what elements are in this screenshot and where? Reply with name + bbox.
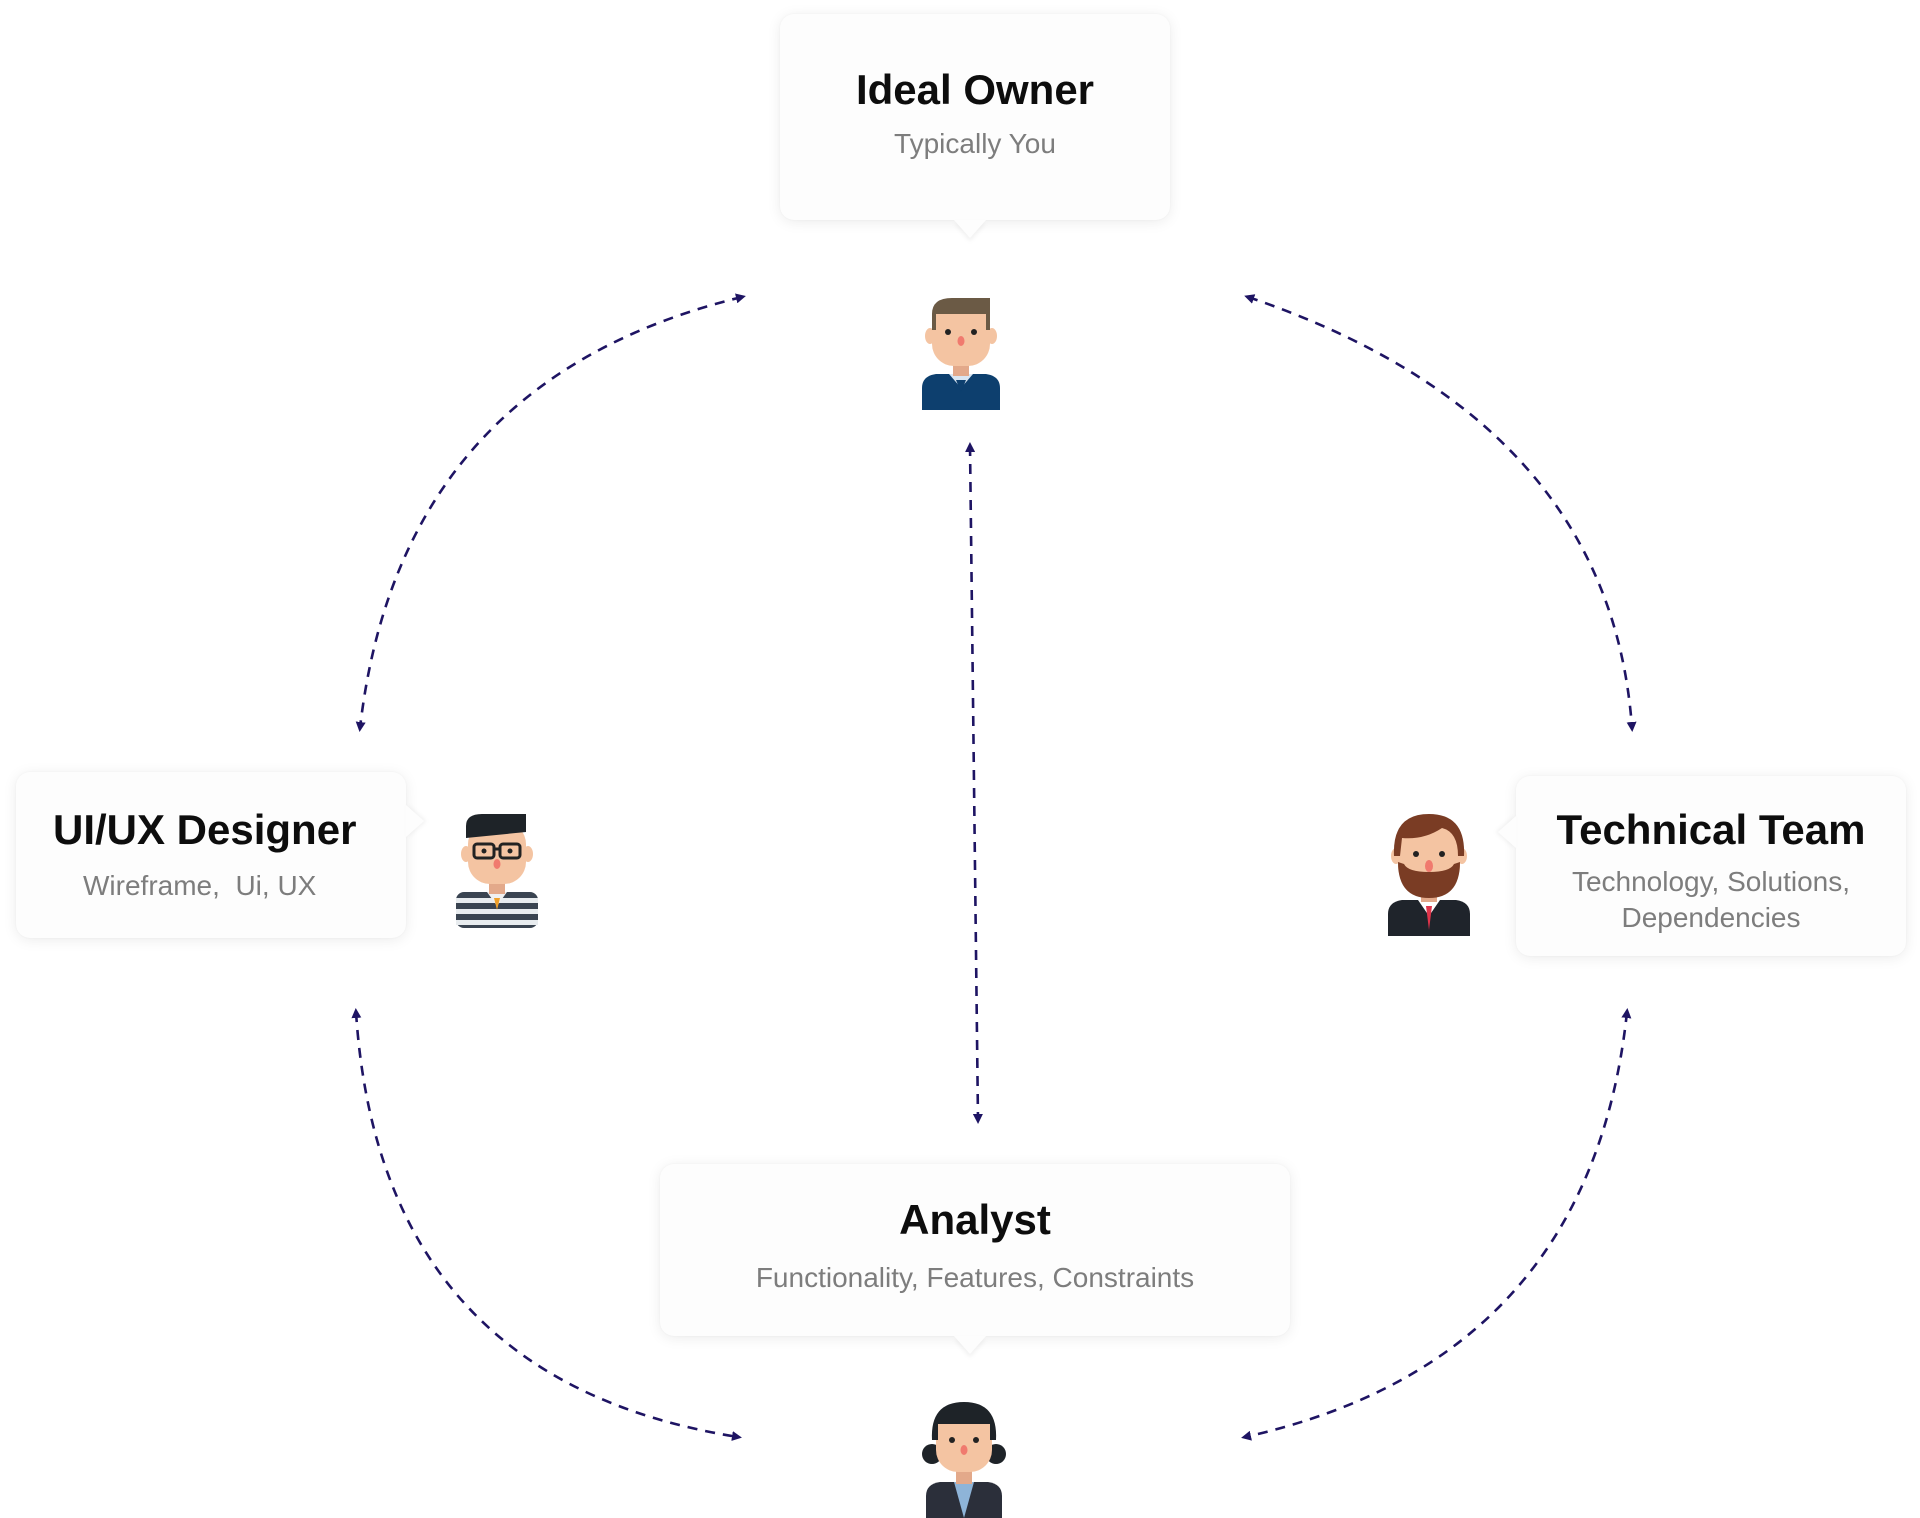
connector-technical-analyst xyxy=(1241,1008,1632,1441)
connector-owner-analyst xyxy=(965,442,983,1124)
technical-title: Technical Team xyxy=(1556,806,1866,853)
owner-avatar-icon xyxy=(922,298,1000,410)
connector-owner-technical xyxy=(1244,294,1637,732)
owner-title: Ideal Owner xyxy=(855,66,1095,113)
analyst-subtitle: Functionality, Features, Constraints xyxy=(755,1262,1195,1293)
designer-title: UI/UX Designer xyxy=(53,806,357,853)
technical-card: Technical Team Technology, Solutions, De… xyxy=(1516,776,1906,956)
designer-avatar-icon xyxy=(456,814,538,928)
analyst-card-tail xyxy=(954,1336,986,1354)
connector-owner-designer xyxy=(355,293,746,732)
connector-designer-analyst xyxy=(351,1008,742,1441)
technical-subtitle-line2: Dependencies xyxy=(1621,902,1801,933)
technical-card-tail xyxy=(1498,816,1516,848)
designer-card: UI/UX Designer Wireframe, Ui, UX xyxy=(16,772,406,938)
owner-subtitle: Typically You xyxy=(894,128,1056,159)
analyst-title: Analyst xyxy=(899,1196,1051,1243)
analyst-card: Analyst Functionality, Features, Constra… xyxy=(660,1164,1290,1336)
owner-card: Ideal Owner Typically You xyxy=(780,14,1170,220)
designer-subtitle: Wireframe, Ui, UX xyxy=(83,870,317,901)
analyst-avatar-icon xyxy=(922,1402,1006,1518)
technical-subtitle-line1: Technology, Solutions, xyxy=(1571,866,1851,897)
technical-avatar-icon xyxy=(1388,814,1470,936)
designer-card-tail xyxy=(406,805,424,837)
owner-card-tail xyxy=(954,220,986,238)
